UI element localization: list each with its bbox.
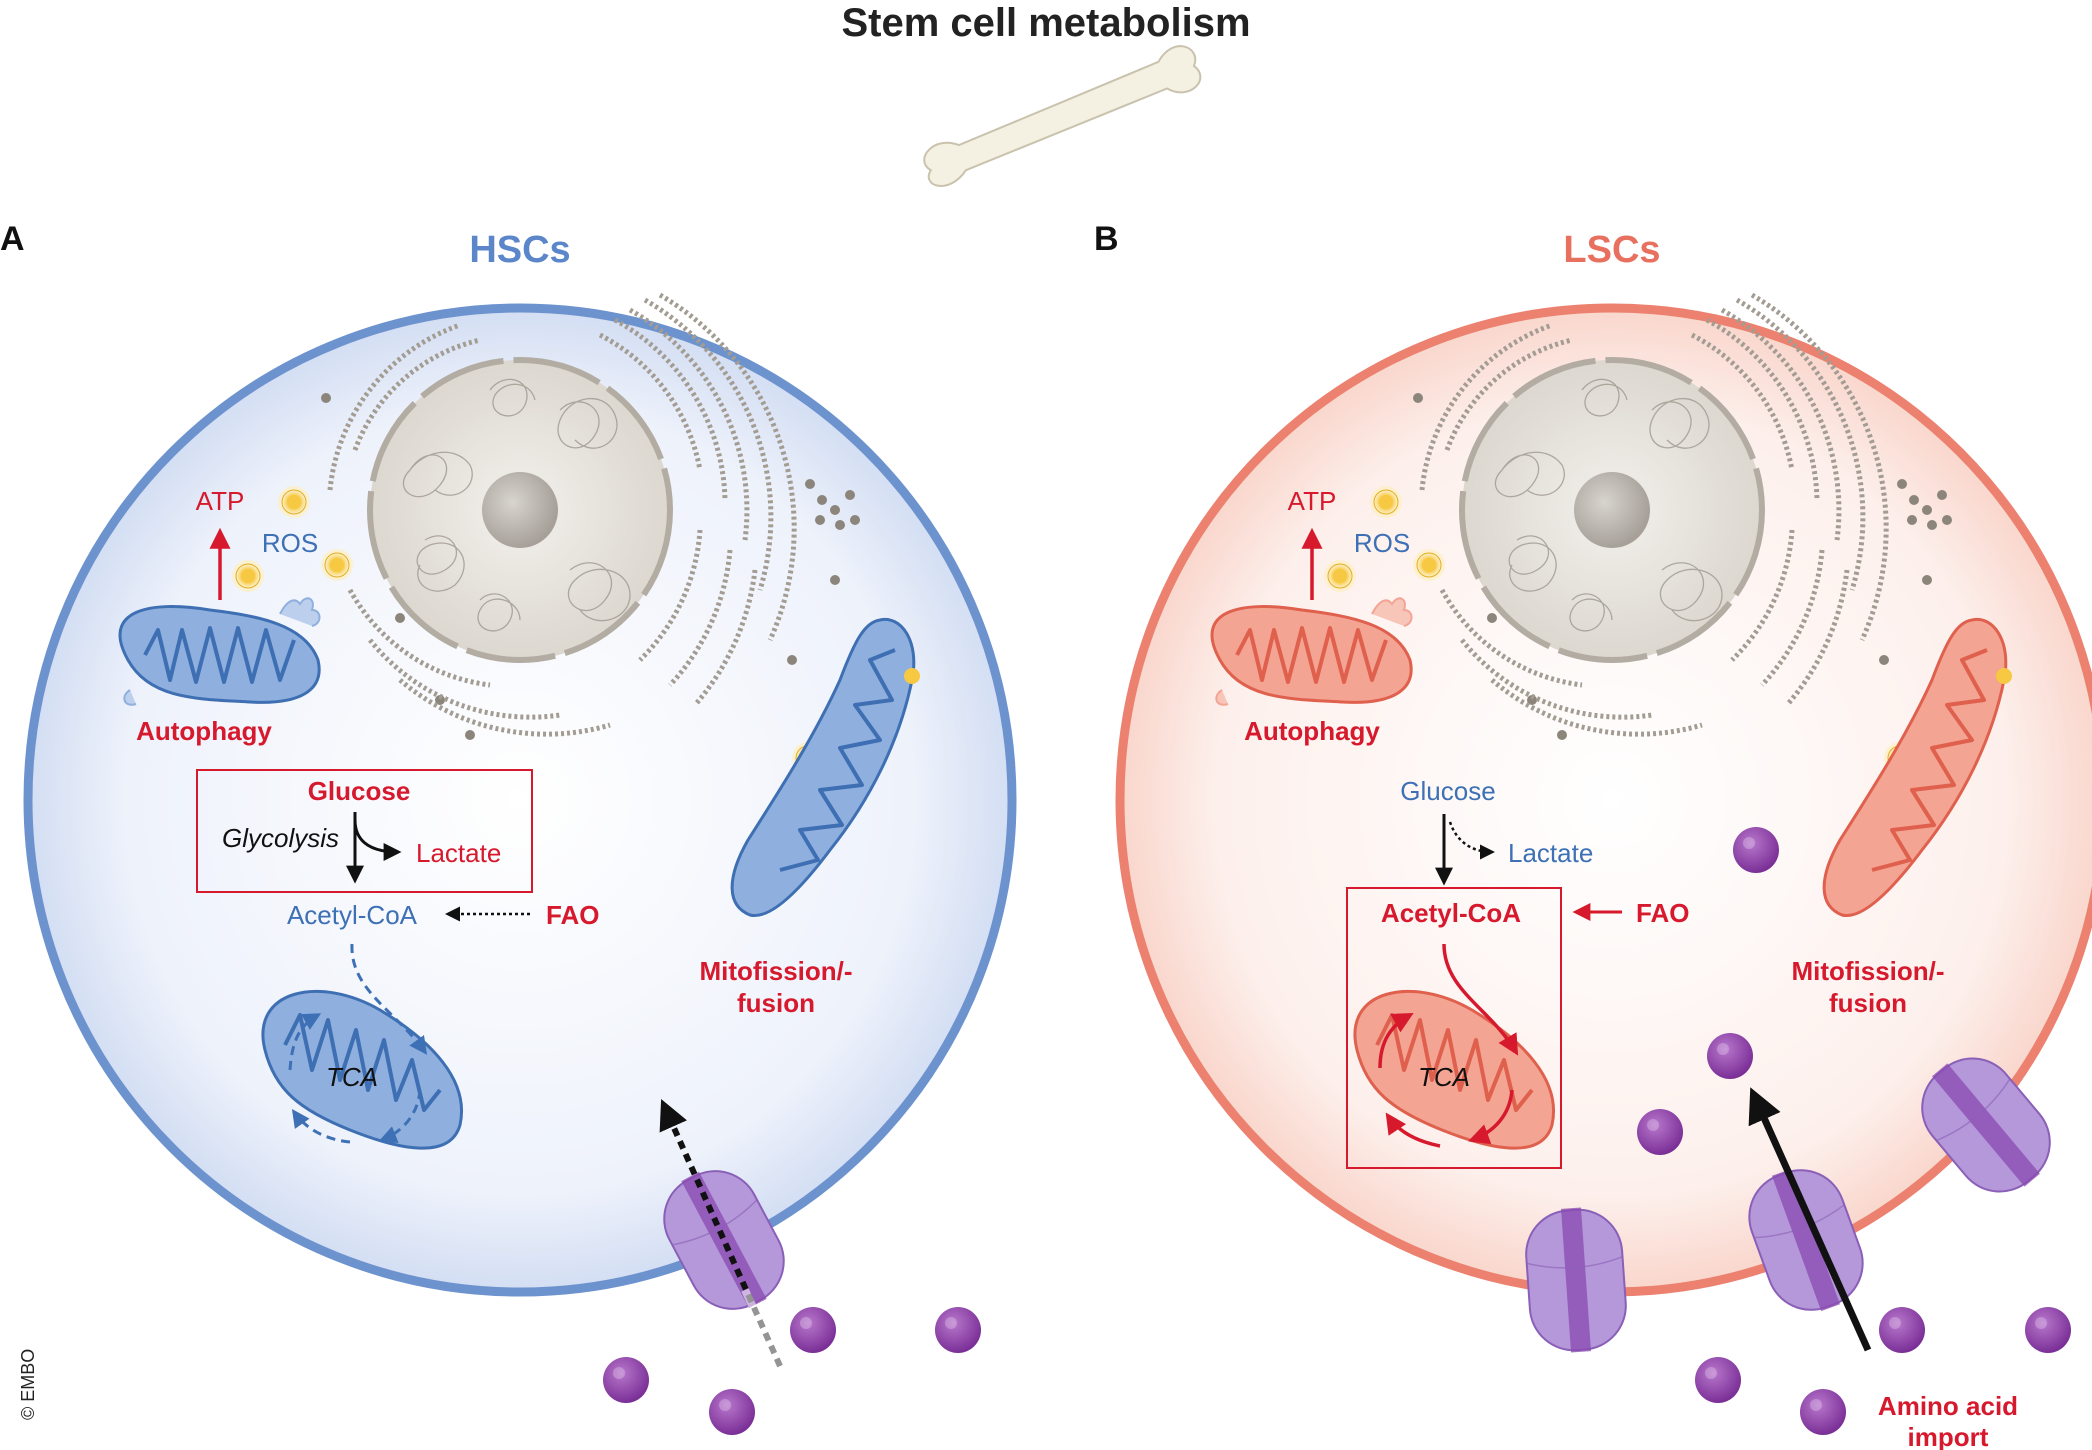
ros-label: ROS [262, 528, 318, 558]
lactate-label: Lactate [1508, 838, 1593, 868]
atp-label: ATP [1288, 486, 1337, 516]
glucose-label: Glucose [1400, 776, 1495, 806]
amino-acid-icon [2025, 1307, 2071, 1353]
panel-a-cell-type: HSCs [469, 229, 570, 271]
tca-cycle-arrows [1378, 943, 1519, 1148]
ros-particle-icon [1412, 548, 1446, 582]
amino-acid-icon [1879, 1307, 1925, 1353]
acetyl-coa-label: Acetyl-CoA [1381, 898, 1521, 928]
tca-highlight-box [1346, 887, 1562, 1169]
panel-b-cell-type: LSCs [1563, 229, 1660, 271]
acetyl-coa-label: Acetyl-CoA [287, 900, 418, 930]
mitochondrion-icon [730, 617, 920, 918]
lactate-label: Lactate [416, 838, 501, 868]
mitochondrion-icon [261, 989, 463, 1150]
glucose-to-lactate-arrow [1448, 821, 1495, 860]
mitochondrion-icon [1822, 617, 2012, 918]
amino-acid-icon [790, 1307, 836, 1353]
amino-acid-icon [1733, 827, 1779, 873]
amino-acid-icon [1695, 1357, 1741, 1403]
panel-b-letter: B [1094, 220, 1119, 258]
amino-acid-import-label-line1: Amino acid [1878, 1391, 2018, 1421]
glucose-to-lactate-arrow [353, 819, 402, 861]
ros-particle-icon [277, 485, 311, 519]
mitofission-label-line2: fusion [1829, 988, 1907, 1018]
glycolysis-label: Glycolysis [222, 823, 339, 853]
transporter-icon [1522, 1203, 1630, 1357]
amino-acid-import-label-line2: import [1908, 1422, 1989, 1450]
tca-label: TCA [326, 1062, 378, 1092]
atp-label: ATP [196, 486, 245, 516]
tca-label: TCA [1418, 1062, 1470, 1092]
panel-a: A HSCs ATP ROS Autophagy [0, 220, 1017, 1435]
autophagy-label: Autophagy [136, 716, 272, 746]
mitochondrion-icon [118, 597, 321, 706]
ros-particle-icon [1323, 559, 1357, 593]
ros-particle-icon [231, 559, 265, 593]
ros-particle-icon [1369, 485, 1403, 519]
arrow-fade-tail [741, 1288, 784, 1368]
panel-a-letter: A [0, 220, 25, 258]
tca-cycle-arrows [288, 943, 428, 1144]
amino-acid-icon [1800, 1389, 1846, 1435]
bone-icon [923, 45, 1202, 187]
autophagy-label: Autophagy [1244, 716, 1380, 746]
diagram-title: Stem cell metabolism [841, 1, 1250, 45]
amino-acid-icon [1707, 1033, 1753, 1079]
amino-acid-icon [709, 1389, 755, 1435]
glucose-label: Glucose [308, 776, 411, 806]
panel-b: B LSCs ATP ROS Autophagy Glucose [1094, 220, 2092, 1450]
copyright-notice: © EMBO [18, 1349, 38, 1420]
amino-acid-import-arrow [1748, 1087, 1872, 1352]
fao-label: FAO [546, 900, 599, 930]
mitofission-label-line1: Mitofission/- [699, 956, 852, 986]
fao-label: FAO [1636, 898, 1689, 928]
amino-acid-icon [1637, 1109, 1683, 1155]
mitofission-label-line1: Mitofission/- [1791, 956, 1944, 986]
mitochondrion-icon [1210, 597, 1413, 706]
ros-particle-icon [320, 548, 354, 582]
amino-acid-icon [603, 1357, 649, 1403]
glycolysis-highlight-box [196, 769, 533, 893]
mitofission-label-line2: fusion [737, 988, 815, 1018]
amino-acid-icon [935, 1307, 981, 1353]
ros-label: ROS [1354, 528, 1410, 558]
